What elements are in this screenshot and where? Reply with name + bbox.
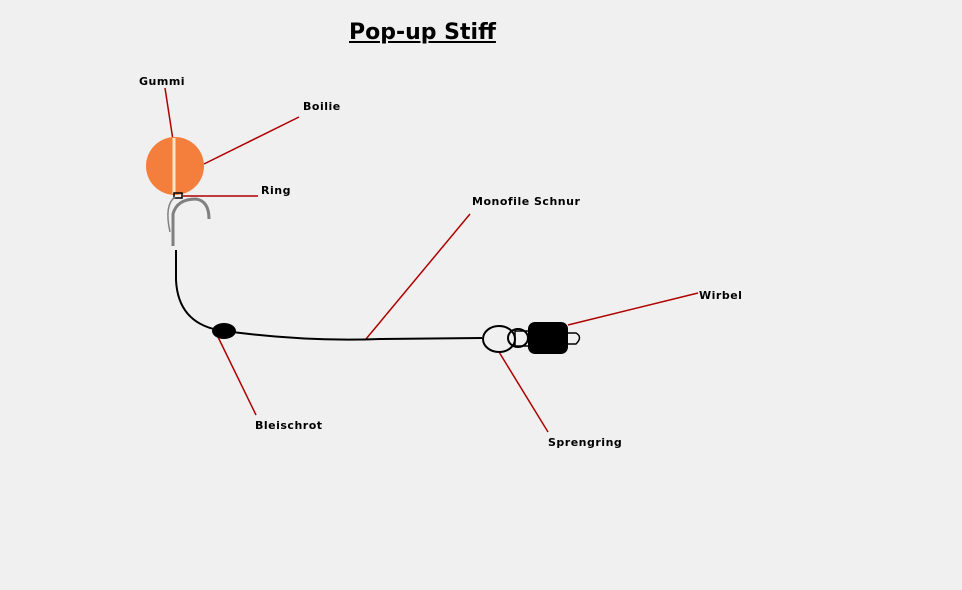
wirbel-body <box>528 322 568 354</box>
diagram-title: Pop-up Stiff <box>349 20 496 45</box>
leader-gummi <box>164 87 174 141</box>
label-sprengring: Sprengring <box>548 436 623 449</box>
label-gummi: Gummi <box>139 75 186 88</box>
leader-wirbel <box>567 292 699 326</box>
wirbel-eye-right <box>567 332 581 345</box>
leader-schnur <box>365 213 471 340</box>
hook-shape <box>167 196 211 246</box>
leader-sprengring <box>498 351 549 433</box>
bleischrot-shape <box>212 323 236 339</box>
ring-shape <box>173 192 183 199</box>
sprengring-shape <box>482 325 516 353</box>
label-ring: Ring <box>261 184 291 197</box>
label-bleischrot: Bleischrot <box>255 419 323 432</box>
label-wirbel: Wirbel <box>699 289 743 302</box>
label-monofile-schnur: Monofile Schnur <box>472 195 581 208</box>
label-boilie: Boilie <box>303 100 341 113</box>
leader-boilie <box>203 116 300 165</box>
leader-bleischrot <box>217 336 257 416</box>
